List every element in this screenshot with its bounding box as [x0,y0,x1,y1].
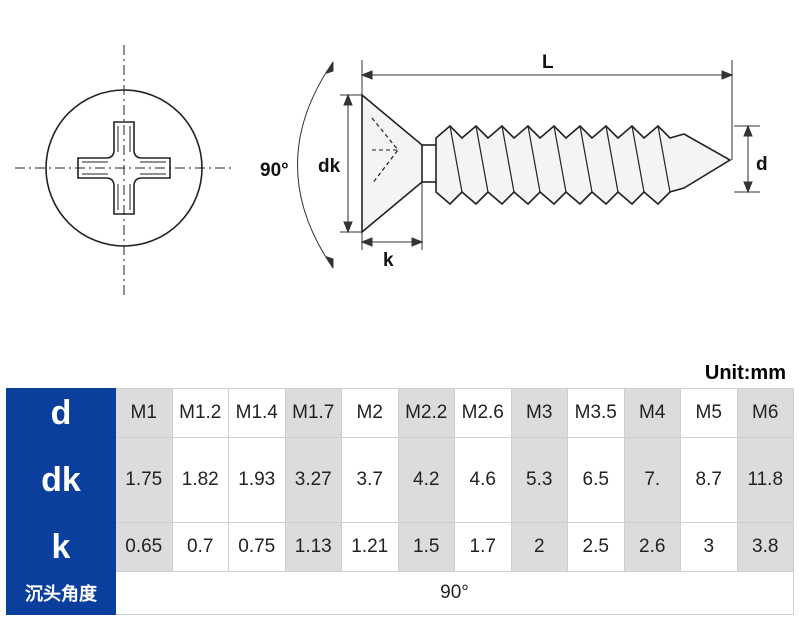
angle-value-cell: 90° [115,571,794,615]
table-cell: M3 [510,388,568,438]
table-cell: M1 [115,388,173,438]
table-cell: M2 [341,388,399,438]
table-cell: 1.93 [228,437,286,523]
label-length: L [542,52,554,73]
label-diameter: d [756,154,768,175]
table-cell: 11.8 [736,437,794,523]
label-head-diameter: dk [318,156,341,177]
table-cell: 4.2 [397,437,455,523]
table-cell: M1.2 [171,388,229,438]
table-cell: 4.6 [454,437,512,523]
table-cell: M4 [623,388,681,438]
table-cell: M1.4 [228,388,286,438]
row-header: k [6,522,116,572]
table-cell: M2.2 [397,388,455,438]
row-header: dk [6,437,116,523]
label-head-height: k [383,250,394,271]
table-cell: M3.5 [567,388,625,438]
table-cell: 1.21 [341,522,399,572]
table-cell: M1.7 [284,388,342,438]
table-cell: 0.75 [228,522,286,572]
table-cell: 3 [680,522,738,572]
table-cell: 2.5 [567,522,625,572]
row-header: d [6,388,116,438]
table-cell: M6 [736,388,794,438]
table-cell: 1.13 [284,522,342,572]
screw-technical-drawing: L dk d k 90° [15,45,768,295]
unit-label: Unit:mm [704,362,786,384]
table-cell: 1.75 [115,437,173,523]
table-cell: 2 [510,522,568,572]
head-top-view [15,45,232,295]
table-cell: 0.65 [115,522,173,572]
phillips-cross-icon [77,121,171,215]
table-cell: 7. [623,437,681,523]
label-angle: 90° [260,160,289,181]
table-cell: M2.6 [454,388,512,438]
table-cell: 3.27 [284,437,342,523]
dimension-lines [297,60,760,269]
table-cell: 6.5 [567,437,625,523]
table-cell: 1.82 [171,437,229,523]
table-cell: 3.8 [736,522,794,572]
table-cell: 1.5 [397,522,455,572]
table-cell: 8.7 [680,437,738,523]
table-cell: 0.7 [171,522,229,572]
table-cell: 3.7 [341,437,399,523]
table-cell: 1.7 [454,522,512,572]
table-cell: M5 [680,388,738,438]
screw-side-view [361,93,732,234]
row-header: 沉头角度 [6,571,116,615]
table-cell: 5.3 [510,437,568,523]
table-cell: 2.6 [623,522,681,572]
